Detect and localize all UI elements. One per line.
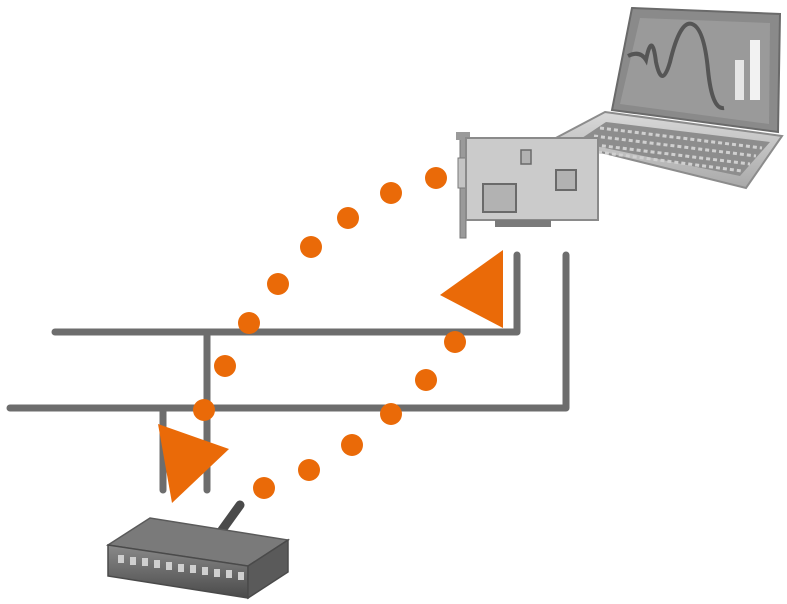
signal-arrows <box>158 250 503 503</box>
switch-antenna <box>217 500 245 535</box>
pcie-card-icon <box>456 132 599 239</box>
level-bar-short <box>735 60 744 100</box>
card-edge-connector <box>495 220 551 227</box>
card-port <box>457 157 467 189</box>
card-chip-main <box>482 183 517 213</box>
signal-dots-inner <box>253 331 466 499</box>
laptop-keyboard <box>576 122 770 176</box>
arrow-head-switch <box>158 424 229 503</box>
waveform-icon <box>627 21 725 111</box>
card-bracket-tab <box>456 132 470 140</box>
signal-dots-outer <box>193 167 447 421</box>
laptop-icon <box>549 6 784 190</box>
laptop-screen <box>620 18 770 124</box>
switch-side <box>247 538 289 600</box>
arrow-head-card <box>440 250 503 328</box>
level-bar-tall <box>750 40 760 100</box>
network-switch-icon <box>105 500 291 600</box>
switch-ports <box>118 555 244 580</box>
card-chip-tiny <box>520 149 532 165</box>
card-chip-small <box>555 169 577 191</box>
laptop-keys <box>587 126 763 173</box>
